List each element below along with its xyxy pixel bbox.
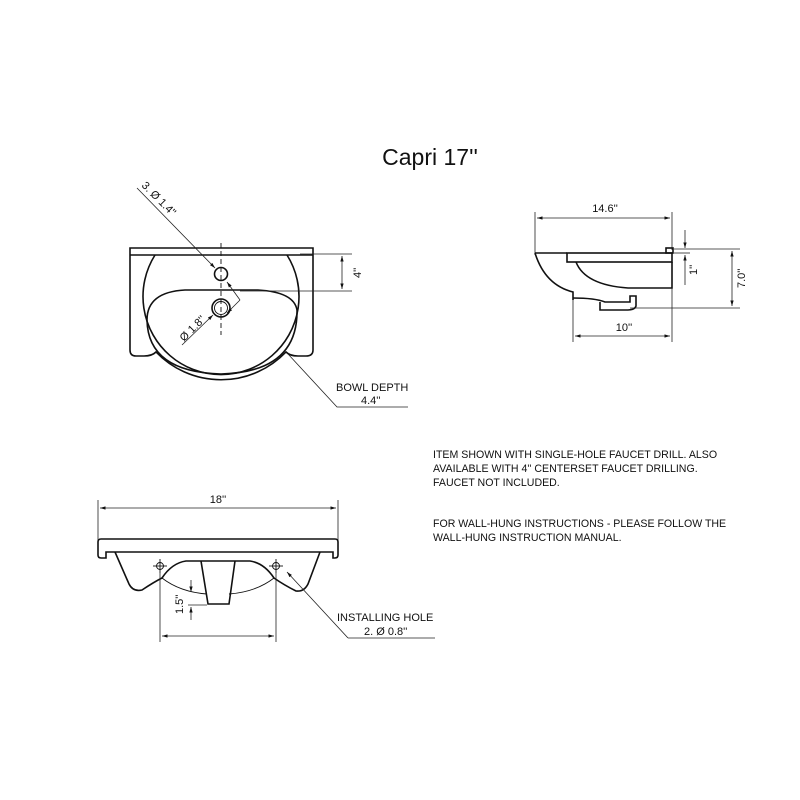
installing-hole-leader — [286, 571, 349, 639]
installing-hole-label: INSTALLING HOLE — [337, 612, 433, 624]
bowl-depth-leader — [287, 353, 408, 408]
projection-label: 10'' — [616, 322, 632, 334]
faucet-offset-label: 4'' — [352, 268, 364, 278]
faucet-hole-leader — [136, 187, 216, 269]
drain-leader — [181, 314, 214, 346]
side-view: 14.6'' 10'' 7.0'' 1'' — [534, 203, 748, 342]
drain-trap — [200, 560, 236, 605]
note-line: FOR WALL-HUNG INSTRUCTIONS - PLEASE FOLL… — [433, 518, 726, 530]
top-view: 3. Ø 1.4'' Ø 1.8'' 4'' BOWL DEPTH 4.4'' — [129, 180, 408, 408]
note-line: FAUCET NOT INCLUDED. — [433, 477, 560, 489]
rim-label: 1'' — [688, 265, 700, 275]
drawing-title: Capri 17'' — [382, 144, 478, 170]
drain-label: Ø 1.8'' — [178, 314, 208, 344]
height-label: 7.0'' — [736, 269, 748, 289]
installing-hole-value: 2. Ø 0.8'' — [364, 626, 407, 638]
faucet-hole-label: 3. Ø 1.4'' — [139, 180, 178, 219]
bowl-depth-value: 4.4'' — [361, 395, 381, 407]
note-line: AVAILABLE WITH 4'' CENTERSET FAUCET DRIL… — [433, 463, 698, 475]
bowl-depth-label: BOWL DEPTH — [336, 382, 408, 394]
bowl-inner — [146, 289, 298, 375]
hole-drop-label: 1.5'' — [174, 595, 186, 615]
note-line: ITEM SHOWN WITH SINGLE-HOLE FAUCET DRILL… — [433, 449, 717, 461]
front-rim — [97, 538, 339, 559]
width-label: 18'' — [210, 494, 226, 506]
faucet-hole — [213, 266, 229, 282]
front-view: 18'' 1.5'' INSTALLING HOLE 2. Ø 0.8'' — [97, 494, 435, 642]
depth-label: 14.6'' — [592, 203, 618, 215]
note-line: WALL-HUNG INSTRUCTION MANUAL. — [433, 532, 622, 544]
notes: ITEM SHOWN WITH SINGLE-HOLE FAUCET DRILL… — [433, 449, 726, 544]
basin-outline — [129, 247, 314, 381]
